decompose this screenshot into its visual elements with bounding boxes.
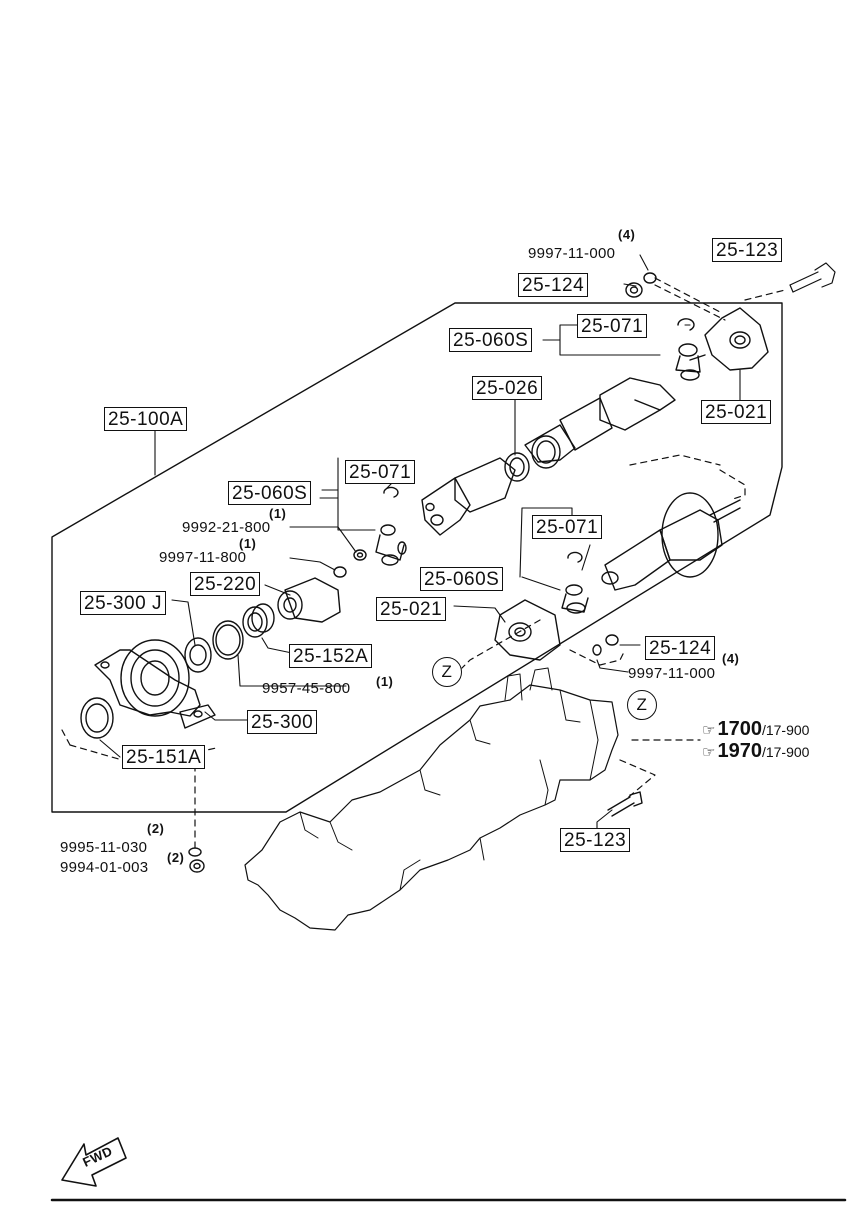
- callout-25-123-low[interactable]: 25-123: [560, 828, 631, 852]
- qty-label: (1): [269, 506, 287, 521]
- callout-25-300j[interactable]: 25-300 J: [80, 591, 166, 615]
- qty-label: (4): [618, 227, 636, 242]
- callout-25-100a[interactable]: 25-100A: [104, 407, 188, 431]
- callout-25-124-top[interactable]: 25-124: [518, 273, 589, 297]
- assembly-frame: [51, 302, 783, 813]
- callout-25-060s-low[interactable]: 25-060S: [420, 567, 504, 591]
- rear-shaft: [599, 377, 676, 431]
- qty-label: (2): [147, 821, 165, 836]
- part-number-label[interactable]: 9994-01-003: [60, 859, 149, 876]
- cross-reference-1700[interactable]: ☞1700/17-900: [702, 718, 809, 741]
- callout-25-060s-mid[interactable]: 25-060S: [228, 481, 312, 505]
- part-number-label[interactable]: 9997-11-000: [528, 245, 616, 262]
- view-marker-z[interactable]: Z: [627, 690, 657, 720]
- callout-25-071-top[interactable]: 25-071: [577, 314, 648, 338]
- callout-25-300[interactable]: 25-300: [247, 710, 318, 734]
- flange-lower: [494, 599, 561, 661]
- callout-25-026[interactable]: 25-026: [472, 376, 543, 400]
- fwd-arrow-icon: [61, 1137, 127, 1187]
- cross-reference-1970[interactable]: ☞1970/17-900: [702, 740, 809, 763]
- callout-25-152a[interactable]: 25-152A: [289, 644, 373, 668]
- center-support: [94, 649, 201, 717]
- part-number-label[interactable]: 9997-11-000: [628, 665, 716, 682]
- pointing-hand-icon: ☞: [702, 744, 716, 761]
- part-number-label[interactable]: 9995-11-030: [60, 839, 148, 856]
- callout-25-071-mid[interactable]: 25-071: [345, 460, 416, 484]
- pointing-hand-icon: ☞: [702, 722, 716, 739]
- callout-25-021-top[interactable]: 25-021: [701, 400, 772, 424]
- transmission-outline: [244, 684, 619, 931]
- rear-shaft-lower: [659, 509, 723, 561]
- bolt-top: [789, 262, 836, 293]
- callout-25-151a[interactable]: 25-151A: [122, 745, 206, 769]
- part-number-label[interactable]: 9992-21-800: [182, 519, 271, 536]
- leader-bolt-top: [654, 277, 786, 313]
- reference-section: /17-900: [761, 722, 810, 738]
- callout-25-123-top[interactable]: 25-123: [712, 238, 783, 262]
- bolt-lower: [607, 791, 643, 817]
- part-number-label[interactable]: 9957-45-800: [262, 680, 351, 697]
- view-marker-z[interactable]: Z: [432, 657, 462, 687]
- qty-label: (4): [722, 651, 740, 666]
- reference-section: /17-900: [761, 744, 810, 760]
- qty-label: (1): [376, 674, 394, 689]
- flange-top: [704, 307, 769, 371]
- callout-25-021-low[interactable]: 25-021: [376, 597, 447, 621]
- part-number-label[interactable]: 9997-11-800: [159, 549, 247, 566]
- qty-label: (2): [167, 850, 185, 865]
- reference-page: 1970: [717, 740, 762, 762]
- center-shaft: [454, 457, 516, 513]
- callout-25-220[interactable]: 25-220: [190, 572, 261, 596]
- qty-label: (1): [239, 536, 257, 551]
- callout-25-071-low[interactable]: 25-071: [532, 515, 603, 539]
- callout-25-124-low[interactable]: 25-124: [645, 636, 716, 660]
- reference-page: 1700: [717, 718, 762, 740]
- callout-25-060s-top[interactable]: 25-060S: [449, 328, 533, 352]
